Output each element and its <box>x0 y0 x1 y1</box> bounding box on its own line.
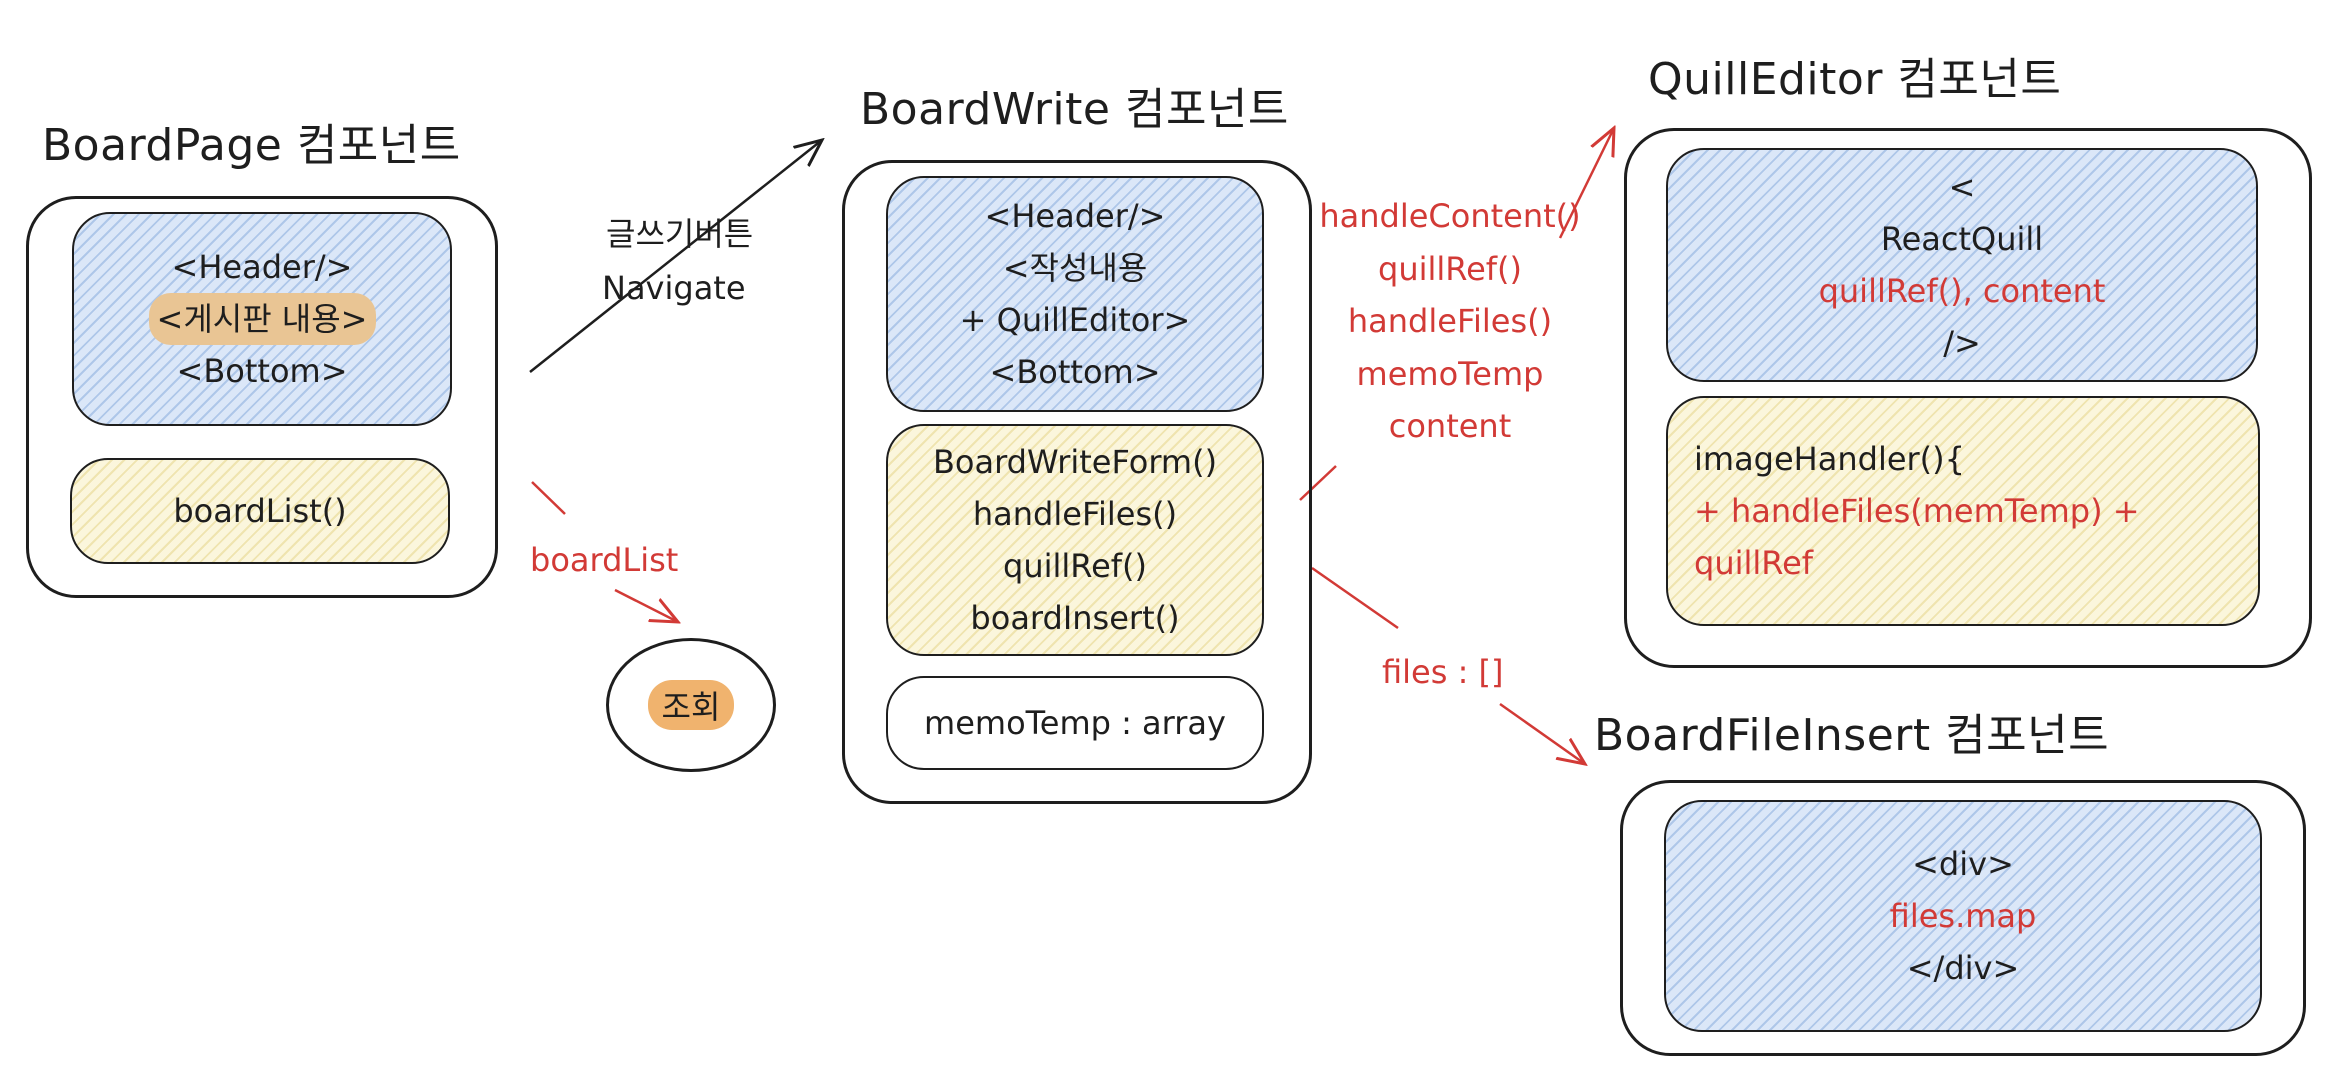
prop-item: handleFiles() <box>1347 302 1553 340</box>
boardwrite-logic-line: BoardWriteForm() <box>932 443 1218 481</box>
quilleditor-logic-line: imageHandler(){ <box>1694 440 1965 478</box>
props-to-quill-list: handleContent() quillRef() handleFiles()… <box>1314 190 1586 453</box>
boardfileinsert-view-line: files.map <box>1889 897 2037 935</box>
prop-item: memoTemp <box>1356 354 1544 393</box>
boardwrite-title: BoardWrite 컴포넌트 <box>860 84 1289 135</box>
boardlist-arrow-lower <box>614 588 678 622</box>
files-arrow-lower <box>1499 702 1585 764</box>
boardpage-content-highlight: <게시판 내용> <box>148 293 376 345</box>
boardlist-label: boardList <box>530 541 679 579</box>
boardpage-view-line: <Header/> <box>171 248 353 286</box>
boardpage-logic-box: boardList() <box>70 458 450 564</box>
boardlist-arrow-upper <box>531 481 566 515</box>
boardwrite-view-line: <Header/> <box>984 197 1166 235</box>
boardwrite-view-line: <Bottom> <box>989 353 1161 391</box>
boardpage-container <box>26 196 498 598</box>
boardfileinsert-view-line: </div> <box>1906 949 2020 987</box>
boardfileinsert-container <box>1620 780 2306 1056</box>
boardwrite-view-line: + QuillEditor> <box>959 301 1191 339</box>
navigate-label-line1: 글쓰기버튼 <box>606 215 754 253</box>
boardwrite-view-box: <Header/> <작성내용 + QuillEditor> <Bottom> <box>886 176 1264 412</box>
quilleditor-view-box: < ReactQuill quillRef(), content /> <box>1666 148 2258 382</box>
quilleditor-logic-box: imageHandler(){ + handleFiles(memTemp) +… <box>1666 396 2260 626</box>
boardwrite-container <box>842 160 1312 804</box>
navigate-arrow <box>529 140 822 373</box>
quilleditor-view-props: quillRef(), content <box>1818 272 2106 310</box>
boardpage-view-line: <Bottom> <box>176 352 348 390</box>
boardwrite-view-line: <작성내용 <box>1002 249 1148 287</box>
prop-item: handleContent() <box>1319 197 1581 235</box>
lookup-node: 조회 <box>606 638 776 772</box>
boardwrite-state-box: memoTemp : array <box>886 676 1264 770</box>
boardpage-logic-line: boardList() <box>173 492 347 530</box>
quilleditor-logic-line: + handleFiles(memTemp) + quillRef <box>1694 492 2140 582</box>
lookup-label: 조회 <box>647 680 735 730</box>
files-label: files : [] <box>1382 653 1504 691</box>
files-arrow-upper <box>1311 566 1399 630</box>
prop-item: quillRef() <box>1378 249 1522 288</box>
boardwrite-logic-box: BoardWriteForm() handleFiles() quillRef(… <box>886 424 1264 656</box>
quilleditor-title: QuillEditor 컴포넌트 <box>1648 54 2062 105</box>
quilleditor-view-open: < <box>1948 168 1976 206</box>
quilleditor-container <box>1624 128 2312 668</box>
navigate-label-line2: Navigate <box>602 269 746 307</box>
boardwrite-logic-line: handleFiles() <box>972 495 1178 533</box>
boardpage-view-box: <Header/> <게시판 내용> <Bottom> <box>72 212 452 426</box>
boardfileinsert-title: BoardFileInsert 컴포넌트 <box>1594 710 2110 761</box>
quilleditor-view-component: ReactQuill <box>1880 220 2044 258</box>
boardwrite-logic-line: boardInsert() <box>970 599 1180 637</box>
boardwrite-state-line: memoTemp : array <box>924 704 1226 742</box>
boardfileinsert-view-line: <div> <box>1912 845 2014 883</box>
props-to-quill-arrow-upper <box>1558 128 1614 239</box>
boardwrite-logic-line: quillRef() <box>1003 547 1147 585</box>
prop-item: content <box>1388 407 1512 445</box>
boardfileinsert-view-box: <div> files.map </div> <box>1664 800 2262 1032</box>
quilleditor-view-close: /> <box>1943 324 1981 362</box>
props-to-quill-arrow-lower <box>1299 465 1337 501</box>
boardpage-title: BoardPage 컴포넌트 <box>42 120 461 171</box>
